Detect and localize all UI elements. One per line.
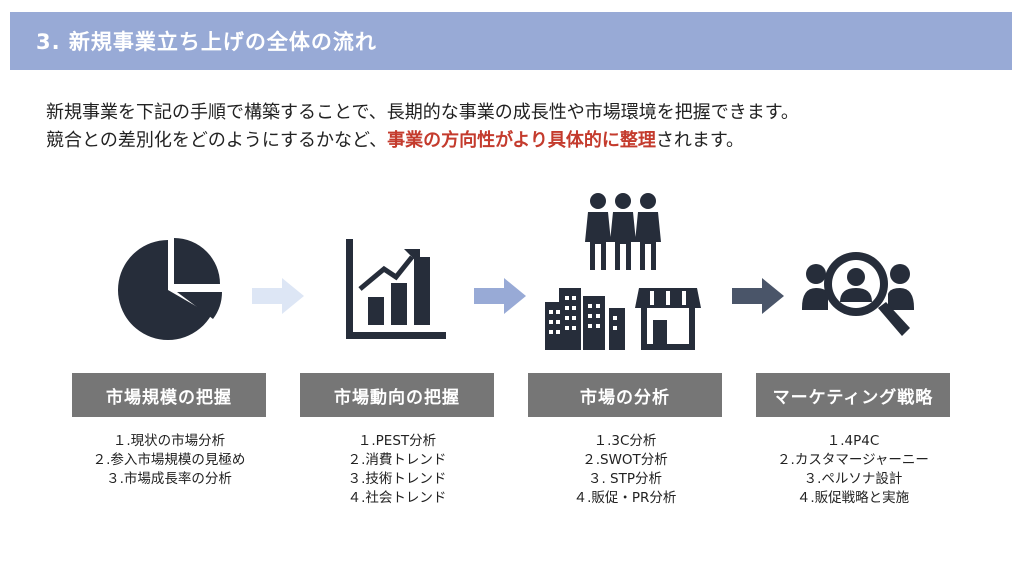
intro-line-2-before: 競合との差別化をどのようにするかなど、 xyxy=(46,130,388,151)
title-bar: 3. 新規事業立ち上げの全体の流れ xyxy=(10,12,1012,70)
step-label-market-size: 市場規模の把握 xyxy=(72,373,266,417)
step-label-marketing-strategy: マーケティング戦略 xyxy=(756,373,950,417)
list-item: １.現状の市場分析 xyxy=(112,433,226,449)
people-city-store-icon xyxy=(545,193,701,350)
list-item: ４.社会トレンド xyxy=(347,490,447,506)
page-title: 3. 新規事業立ち上げの全体の流れ xyxy=(36,30,377,54)
list-item: ３.ペルソナ設計 xyxy=(803,471,903,487)
arrow-right-icon xyxy=(252,278,304,314)
step-list-market-size: １.現状の市場分析 ２.参入市場規模の見極め ３.市場成長率の分析 xyxy=(72,432,266,489)
step-label-market-analysis: 市場の分析 xyxy=(528,373,722,417)
intro-line-2: 競合との差別化をどのようにするかなど、事業の方向性がより具体的に整理されます。 xyxy=(46,127,1006,155)
list-item: ３. STP分析 xyxy=(587,471,663,487)
list-item: ４.販促・PR分析 xyxy=(573,490,677,506)
list-item: ２.SWOT分析 xyxy=(582,452,668,468)
intro-line-2-after: されます。 xyxy=(655,130,745,151)
list-item: １.3C分析 xyxy=(593,433,657,449)
step-label-market-trend: 市場動向の把握 xyxy=(300,373,494,417)
step-list-market-analysis: １.3C分析 ２.SWOT分析 ３. STP分析 ４.販促・PR分析 xyxy=(528,432,722,508)
list-item: ３.技術トレンド xyxy=(347,471,447,487)
list-item: ２.参入市場規模の見極め xyxy=(92,452,246,468)
magnifier-person-icon xyxy=(802,252,914,336)
step-list-marketing-strategy: １.4P4C ２.カスタマージャーニー ３.ペルソナ設計 ４.販促戦略と実施 xyxy=(756,432,950,508)
intro-line-1: 新規事業を下記の手順で構築することで、長期的な事業の成長性や市場環境を把握できま… xyxy=(46,102,799,123)
pie-chart-icon xyxy=(117,238,222,340)
step-list-market-trend: １.PEST分析 ２.消費トレンド ３.技術トレンド ４.社会トレンド xyxy=(300,432,494,508)
list-item: ４.販促戦略と実施 xyxy=(796,490,910,506)
growth-bar-chart-icon xyxy=(346,239,446,339)
list-item: ２.消費トレンド xyxy=(347,452,447,468)
intro-highlight: 事業の方向性がより具体的に整理 xyxy=(387,130,656,151)
intro-text: 新規事業を下記の手順で構築することで、長期的な事業の成長性や市場環境を把握できま… xyxy=(46,99,1006,155)
arrow-right-icon xyxy=(732,278,784,314)
list-item: ２.カスタマージャーニー xyxy=(777,452,929,468)
list-item: ３.市場成長率の分析 xyxy=(106,471,232,487)
arrow-right-icon xyxy=(474,278,526,314)
list-item: １.PEST分析 xyxy=(357,433,437,449)
list-item: １.4P4C xyxy=(826,433,880,449)
